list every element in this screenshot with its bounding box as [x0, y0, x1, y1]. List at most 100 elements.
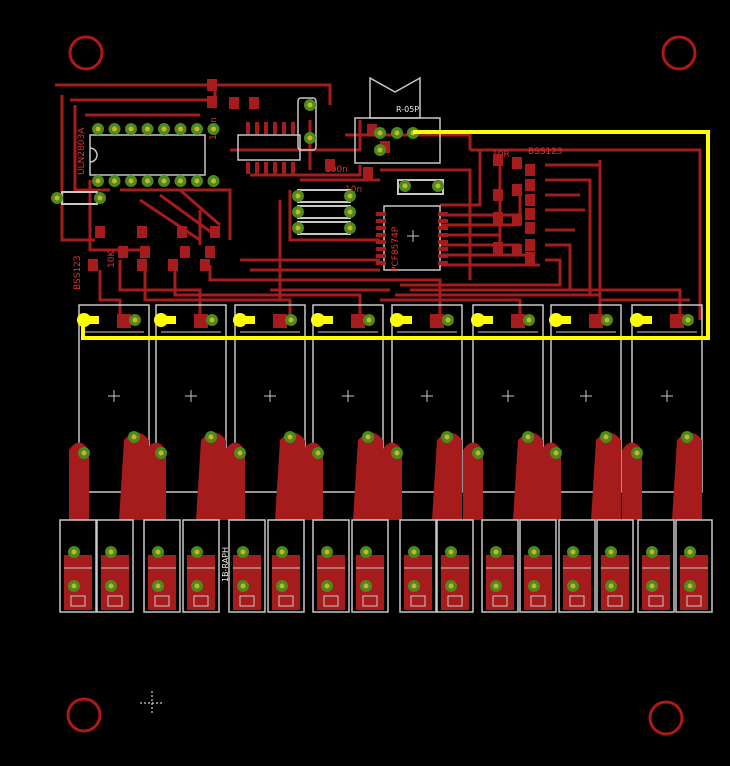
ic1-pin [174, 123, 187, 135]
ic1-pin [191, 175, 203, 187]
terminal-pin [191, 546, 203, 558]
terminal-pin [321, 546, 333, 558]
smd-pad [525, 208, 535, 220]
terminal-block[interactable] [228, 519, 266, 613]
terminal-pin [567, 580, 579, 592]
mount-hole-bottom-left [66, 697, 102, 733]
relay[interactable] [622, 304, 703, 520]
cap-pad [273, 122, 277, 134]
smd-pad [249, 97, 259, 109]
terminal-block[interactable] [481, 519, 519, 613]
terminal-pin [68, 580, 80, 592]
cap-pad [264, 122, 268, 134]
terminal-pin [152, 580, 164, 592]
cap-pad [246, 122, 250, 134]
through-hole-pad [304, 132, 316, 144]
terminal-block[interactable] [96, 519, 134, 613]
terminal-block[interactable] [436, 519, 474, 613]
terminal-block[interactable] [143, 519, 181, 613]
ic2-pin [438, 254, 448, 258]
smd-pad [493, 242, 503, 254]
terminal-pin [646, 546, 658, 558]
through-hole-pad [374, 144, 386, 156]
terminal-block[interactable] [351, 519, 389, 613]
transistor-top-label: BSS123 [528, 147, 563, 157]
relay-contact-pin [312, 447, 324, 459]
smd-pad [137, 226, 147, 238]
ic2-pin [438, 212, 448, 216]
ic2-pin [376, 212, 386, 216]
relay[interactable] [463, 304, 544, 520]
smd-pad [207, 96, 217, 108]
relay-contact-pin [155, 447, 167, 459]
relay[interactable] [146, 304, 227, 520]
relay-contact-pin [284, 431, 296, 443]
relay-coil-pin [442, 314, 454, 326]
relay-coil-pin [363, 314, 375, 326]
relay-contact-pin [631, 447, 643, 459]
ic1-pin [174, 175, 187, 187]
terminal-pin [237, 546, 249, 558]
smd-pad [168, 259, 178, 271]
smd-pad [118, 246, 128, 258]
terminal-pin [605, 580, 617, 592]
terminal-pin [276, 546, 288, 558]
ic-pcf8574p[interactable]: PCF8574P [383, 205, 441, 272]
regulator[interactable]: R-05P [354, 76, 441, 164]
relay[interactable] [541, 304, 622, 520]
terminal-block[interactable] [59, 519, 97, 613]
terminal-block[interactable] [675, 519, 713, 613]
through-hole-pad [391, 127, 403, 139]
relay-coil-pin [129, 314, 141, 326]
terminal-block[interactable] [558, 519, 596, 613]
terminal-pin [567, 546, 579, 558]
smd-pad [95, 226, 105, 238]
terminal-block[interactable] [267, 519, 305, 613]
terminal-pin [684, 580, 696, 592]
ic2-pin [438, 261, 448, 265]
ic2-pin [438, 233, 448, 237]
terminal-pin [490, 546, 502, 558]
ic2-pin [376, 226, 386, 230]
smd-pad [512, 157, 522, 169]
ic2-pin [376, 233, 386, 237]
cap-pad [264, 162, 268, 174]
terminal-pin [408, 546, 420, 558]
terminal-pin [105, 546, 117, 558]
smd-pad [363, 167, 373, 179]
crosshair-icon [140, 691, 164, 715]
terminal-block[interactable] [312, 519, 350, 613]
smd-pad [177, 226, 187, 238]
smd-pad [137, 259, 147, 271]
relay[interactable] [69, 304, 150, 520]
through-hole-pad [374, 127, 386, 139]
cap-pad [246, 162, 250, 174]
relay[interactable] [225, 304, 306, 520]
relay[interactable] [303, 304, 384, 520]
terminal-pin [237, 580, 249, 592]
smd-pad [512, 244, 522, 256]
smd-pad [525, 194, 535, 206]
ic2-pin [376, 240, 386, 244]
ic1-pin [158, 123, 170, 135]
ic1-label: ULN2803A [77, 127, 87, 175]
relay-contact-pin [234, 447, 246, 459]
terminal-pin [152, 546, 164, 558]
smd-pad [200, 259, 210, 271]
terminal-block[interactable] [399, 519, 437, 613]
terminal-block[interactable] [519, 519, 557, 613]
smd-pad [525, 179, 535, 191]
smd-pad [140, 246, 150, 258]
relay[interactable] [382, 304, 463, 520]
terminal-block[interactable] [596, 519, 634, 613]
cap-pad [282, 162, 286, 174]
terminal-block[interactable] [637, 519, 675, 613]
resistor-10k-label: 10K [107, 250, 117, 268]
jumpers [61, 179, 444, 235]
mount-hole-bottom-right [648, 700, 684, 736]
through-hole-pad [292, 190, 304, 202]
terminal-block[interactable] [182, 519, 220, 613]
cap-pad [291, 122, 295, 134]
relay-contact-pin [441, 431, 453, 443]
cap-mid-label: 100n [325, 165, 348, 175]
